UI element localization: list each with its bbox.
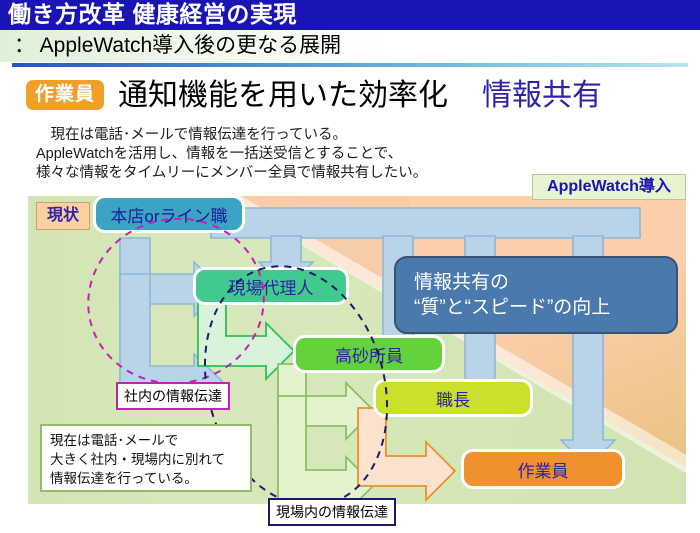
grouping-ellipse-layer (87, 217, 389, 507)
header-rule (12, 63, 688, 67)
ellipse-onsite-communication (203, 265, 389, 507)
node-worker[interactable]: 作業員 (464, 452, 622, 486)
green-connector-layer (197, 295, 457, 516)
tag-onsite-communication: 現場内の情報伝達 (268, 498, 396, 526)
title-bar: 働き方改革 健康経営の実現 (0, 0, 700, 30)
intro-paragraph: 現在は電話･メールで情報伝達を行っている。 AppleWatchを活用し、情報を… (36, 127, 428, 181)
diagram-panel: 現状 (28, 196, 686, 526)
node-takasago-staff[interactable]: 高砂所員 (296, 338, 442, 370)
tag-internal-communication: 社内の情報伝達 (116, 382, 230, 410)
node-head-office[interactable]: 本店orライン職 (96, 198, 242, 230)
heading-accent-text: 情報共有 (482, 79, 602, 112)
applewatch-intro-chip: AppleWatch導入 (532, 174, 686, 200)
heading-main-text: 通知機能を用いた効率化 (118, 79, 448, 112)
subtitle-band: ： AppleWatch導入後の更なる展開 (0, 30, 700, 62)
note-current-situation: 現在は電話･メールで 大きく社内・現場内に別れて 情報伝達を行っている。 (40, 424, 252, 492)
node-site-agent[interactable]: 現場代理人 (196, 270, 346, 302)
ellipse-internal-communication (87, 217, 265, 385)
role-badge: 作業員 (26, 80, 104, 110)
node-foreman[interactable]: 職長 (376, 382, 530, 414)
page-subtitle: ： AppleWatch導入後の更なる展開 (14, 34, 342, 57)
current-state-chip: 現状 (36, 202, 90, 230)
section-heading: 作業員 通知機能を用いた効率化 情報共有 (0, 72, 700, 120)
page-title: 働き方改革 健康経営の実現 (8, 1, 297, 27)
callout-quality-speed: 情報共有の “質”と“スピード”の向上 (394, 256, 678, 334)
